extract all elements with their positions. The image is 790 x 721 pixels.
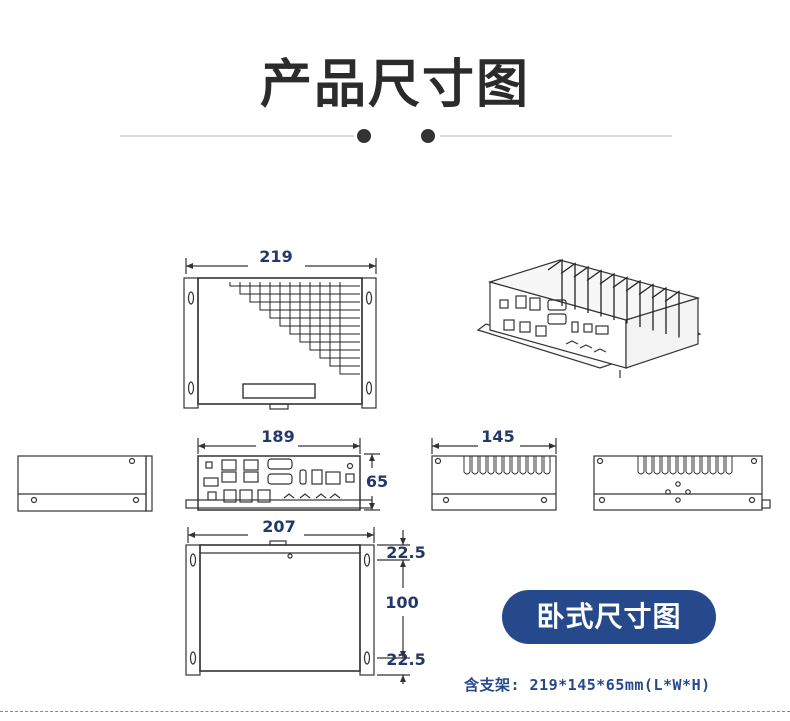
right-fin xyxy=(645,456,653,475)
dim-bracket-width: 207 xyxy=(262,517,295,536)
side-fin xyxy=(495,456,503,475)
right-fin xyxy=(725,456,733,475)
front-view xyxy=(185,438,380,511)
right-fin xyxy=(661,456,669,475)
dim-top-width: 219 xyxy=(259,247,292,266)
page-title: 产品尺寸图 xyxy=(259,55,530,115)
iso-fin xyxy=(573,265,589,313)
iso-fin xyxy=(651,286,667,334)
top-fin xyxy=(329,282,360,367)
isometric-heatsink-fins xyxy=(547,258,680,338)
iso-fin xyxy=(560,262,576,310)
side-heatsink-fins xyxy=(463,456,551,475)
footer-divider xyxy=(0,711,790,712)
left-side-view xyxy=(17,455,153,512)
top-heatsink-fins xyxy=(229,282,360,375)
top-fin xyxy=(339,282,360,375)
iso-fin xyxy=(612,276,628,324)
iso-fin xyxy=(664,290,680,338)
dim-front-width: 189 xyxy=(261,427,294,446)
side-fin xyxy=(471,456,479,475)
dim-height: 65 xyxy=(366,472,388,491)
side-fin xyxy=(479,456,487,475)
top-fin xyxy=(259,282,360,311)
dim-mount-top: 22.5 xyxy=(386,543,425,562)
iso-fin xyxy=(599,272,615,320)
top-label-plate xyxy=(242,383,316,399)
right-fin xyxy=(701,456,709,475)
top-fin xyxy=(309,282,360,351)
size-caption: 含支架: 219*145*65mm(L*W*H) xyxy=(464,676,711,694)
side-fin xyxy=(511,456,519,475)
top-fin xyxy=(269,282,360,319)
right-fin xyxy=(677,456,685,475)
dim-mount-bottom: 22.5 xyxy=(386,650,425,669)
right-fin xyxy=(669,456,677,475)
right-heatsink-fins xyxy=(637,456,733,475)
side-fin xyxy=(487,456,495,475)
right-fin xyxy=(717,456,725,475)
right-fin xyxy=(685,456,693,475)
side-fin xyxy=(503,456,511,475)
iso-fin xyxy=(625,279,641,327)
top-fin xyxy=(279,282,360,327)
right-fin xyxy=(693,456,701,475)
side-fin xyxy=(519,456,527,475)
top-fin xyxy=(289,282,360,335)
iso-fin xyxy=(638,283,654,331)
top-view xyxy=(183,258,377,410)
top-fin xyxy=(249,282,360,303)
iso-fin xyxy=(586,269,602,317)
top-fin xyxy=(229,282,360,287)
isometric-view xyxy=(476,259,702,378)
header-divider xyxy=(120,129,672,143)
right-fin xyxy=(653,456,661,475)
horizontal-view-badge: 卧式尺寸图 xyxy=(502,590,716,644)
right-fin xyxy=(637,456,645,475)
dim-side-depth: 145 xyxy=(481,427,514,446)
dim-mount-mid: 100 xyxy=(385,593,418,612)
side-fin xyxy=(543,456,551,475)
right-fin xyxy=(709,456,717,475)
side-fin xyxy=(527,456,535,475)
bottom-view xyxy=(185,527,410,684)
side-fin xyxy=(463,456,471,475)
right-side-view xyxy=(593,455,771,511)
side-fin xyxy=(535,456,543,475)
iso-fin xyxy=(547,258,563,306)
top-fin xyxy=(319,282,360,359)
